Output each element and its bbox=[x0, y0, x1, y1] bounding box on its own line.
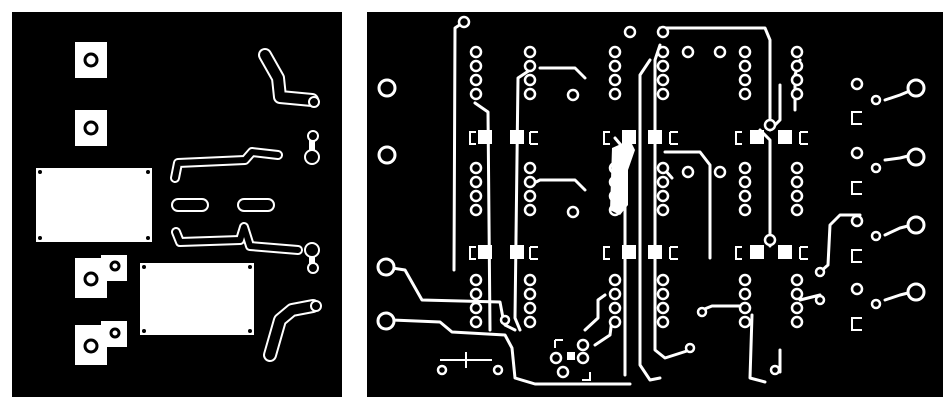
dip-pad bbox=[469, 45, 483, 59]
dip-pad bbox=[738, 189, 752, 203]
dip-pad bbox=[738, 87, 752, 101]
dip-pad bbox=[469, 161, 483, 175]
dip-pad bbox=[608, 45, 622, 59]
right-pcb-panel bbox=[367, 12, 943, 397]
dip-pad bbox=[656, 315, 670, 329]
dip-pad bbox=[656, 189, 670, 203]
right-traces bbox=[390, 20, 914, 386]
dip-pad bbox=[608, 87, 622, 101]
dip-pad bbox=[738, 203, 752, 217]
dip-pad bbox=[523, 287, 537, 301]
dip-pad bbox=[523, 59, 537, 73]
dip-pad bbox=[656, 175, 670, 189]
dip-pad bbox=[469, 175, 483, 189]
left-large-pads bbox=[36, 168, 254, 335]
dip-pad bbox=[790, 273, 804, 287]
left-pad-holes bbox=[83, 52, 121, 354]
dip-pad bbox=[790, 87, 804, 101]
dip-pad bbox=[790, 73, 804, 87]
dip-pad bbox=[469, 301, 483, 315]
dip-pad bbox=[738, 287, 752, 301]
dip-pad bbox=[656, 59, 670, 73]
dip-pad bbox=[656, 273, 670, 287]
dip-pad bbox=[738, 273, 752, 287]
dip-pad bbox=[469, 273, 483, 287]
dip-pad bbox=[523, 175, 537, 189]
right-small-pads bbox=[436, 15, 882, 379]
dip-pad bbox=[656, 161, 670, 175]
left-pcb-panel bbox=[12, 12, 342, 397]
dip-pad bbox=[738, 59, 752, 73]
right-bracket-marks bbox=[440, 111, 862, 381]
dip-pad bbox=[469, 287, 483, 301]
dip-pad bbox=[523, 273, 537, 287]
dip-pad bbox=[790, 175, 804, 189]
dip-pad bbox=[738, 315, 752, 329]
dip-pad bbox=[656, 203, 670, 217]
dip-pad bbox=[790, 161, 804, 175]
dip-pad bbox=[656, 87, 670, 101]
dip-pad bbox=[738, 45, 752, 59]
dip-pad bbox=[469, 73, 483, 87]
right-large-pads bbox=[376, 78, 926, 331]
dip-pad bbox=[523, 189, 537, 203]
dip-pad bbox=[469, 315, 483, 329]
dip-pad bbox=[523, 73, 537, 87]
dip-pad bbox=[656, 73, 670, 87]
dip-pad bbox=[790, 59, 804, 73]
dip-pad bbox=[738, 161, 752, 175]
dip-pad bbox=[608, 301, 622, 315]
dip-pad bbox=[790, 315, 804, 329]
dip-pad bbox=[790, 287, 804, 301]
dip-pad bbox=[469, 59, 483, 73]
dip-pad bbox=[738, 175, 752, 189]
dip-pad bbox=[608, 315, 622, 329]
dip-pad bbox=[608, 73, 622, 87]
dip-pad bbox=[608, 273, 622, 287]
dip-pad bbox=[656, 45, 670, 59]
dip-pad bbox=[790, 45, 804, 59]
dip-pad bbox=[790, 301, 804, 315]
left-square-pads bbox=[75, 42, 127, 365]
dip-pad bbox=[523, 301, 537, 315]
dip-pad bbox=[523, 203, 537, 217]
dip-pad bbox=[523, 87, 537, 101]
dip-pad bbox=[790, 203, 804, 217]
dip-pad bbox=[523, 45, 537, 59]
right-smd-pads bbox=[478, 130, 792, 259]
dip-pad bbox=[738, 73, 752, 87]
dip-pad bbox=[469, 189, 483, 203]
dip-pad bbox=[656, 301, 670, 315]
dip-pad bbox=[608, 287, 622, 301]
dip-pad bbox=[656, 287, 670, 301]
dip-pad bbox=[523, 315, 537, 329]
dip-pad bbox=[523, 161, 537, 175]
dip-pad bbox=[790, 189, 804, 203]
dip-pad bbox=[608, 59, 622, 73]
dip-pad bbox=[469, 87, 483, 101]
dip-pad bbox=[469, 203, 483, 217]
dip-pad bbox=[738, 301, 752, 315]
